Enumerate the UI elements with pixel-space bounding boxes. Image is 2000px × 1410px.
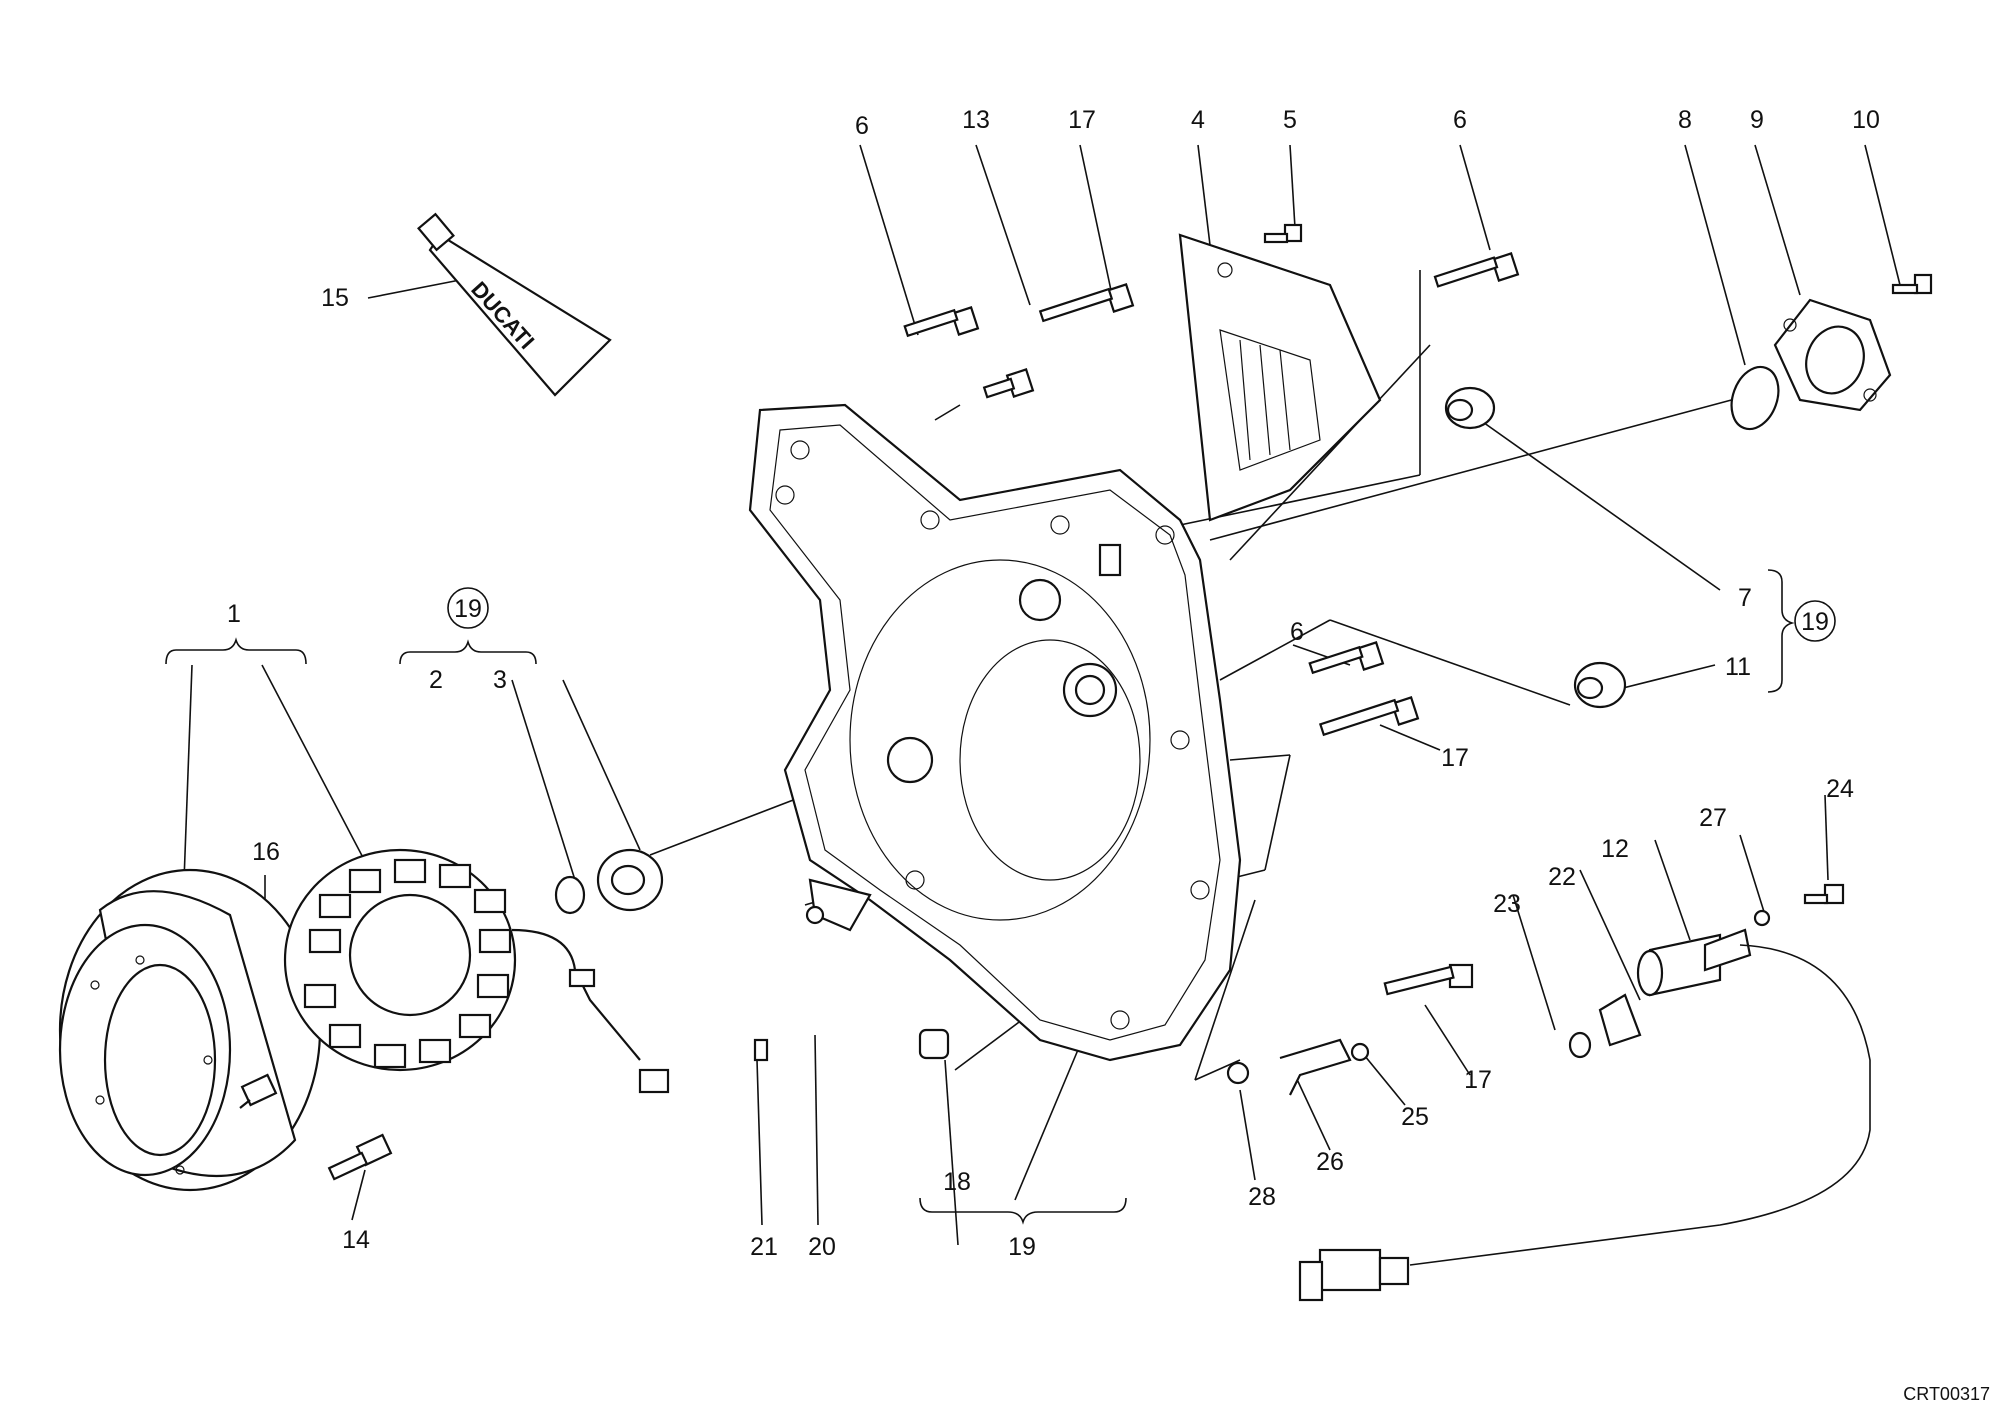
seals-and-flange xyxy=(1444,273,1933,709)
label-8: 8 xyxy=(1678,106,1692,134)
label-17: 17 xyxy=(1068,106,1096,134)
label-2: 2 xyxy=(429,666,443,694)
clamp-parts xyxy=(1226,963,1474,1096)
grouping-braces xyxy=(165,569,1795,1225)
label-11: 11 xyxy=(1725,653,1751,681)
label-4: 4 xyxy=(1191,106,1205,134)
label-1: 1 xyxy=(227,600,241,628)
rotor-flywheel xyxy=(58,868,322,1192)
label-6: 6 xyxy=(1290,618,1304,646)
label-21: 21 xyxy=(750,1233,778,1261)
label-7: 7 xyxy=(1738,584,1752,612)
bolts-left xyxy=(239,1073,393,1181)
label-13: 13 xyxy=(962,106,990,134)
label-14: 14 xyxy=(342,1226,370,1254)
pickup-sensor xyxy=(1298,883,1871,1302)
label-23: 23 xyxy=(1493,890,1521,918)
drawing-code: CRT00317 xyxy=(1903,1384,1990,1404)
stator xyxy=(283,848,670,1094)
generator-cover xyxy=(748,403,1242,1062)
label-22: 22 xyxy=(1548,863,1576,891)
protective-guard xyxy=(1178,233,1382,522)
label-16: 16 xyxy=(252,838,280,866)
grease-tube: DUCATI xyxy=(417,212,612,397)
label-24: 24 xyxy=(1826,775,1854,803)
part-labels: 6 13 17 4 5 6 8 9 10 15 7 11 19 1 19 2 3… xyxy=(227,106,1990,1404)
label-9: 9 xyxy=(1750,106,1764,134)
label-27: 27 xyxy=(1699,804,1727,832)
top-bolts xyxy=(903,223,1520,737)
label-3: 3 xyxy=(493,666,507,694)
label-18: 18 xyxy=(943,1168,971,1196)
label-15: 15 xyxy=(321,284,349,312)
label-26: 26 xyxy=(1316,1148,1344,1176)
label-17: 17 xyxy=(1441,744,1469,772)
label-5: 5 xyxy=(1283,106,1297,134)
label-17: 17 xyxy=(1464,1066,1492,1094)
circlip-and-bearing xyxy=(554,848,664,915)
label-6: 6 xyxy=(1453,106,1467,134)
label-10: 10 xyxy=(1852,106,1880,134)
label-19-circled: 19 xyxy=(454,595,482,623)
label-19: 19 xyxy=(1008,1233,1036,1261)
label-20: 20 xyxy=(808,1233,836,1261)
label-12: 12 xyxy=(1601,835,1629,863)
dowel-and-clip xyxy=(753,878,950,1062)
label-28: 28 xyxy=(1248,1183,1276,1211)
label-19-circled: 19 xyxy=(1801,608,1829,636)
label-25: 25 xyxy=(1401,1103,1429,1131)
label-6: 6 xyxy=(855,112,869,140)
